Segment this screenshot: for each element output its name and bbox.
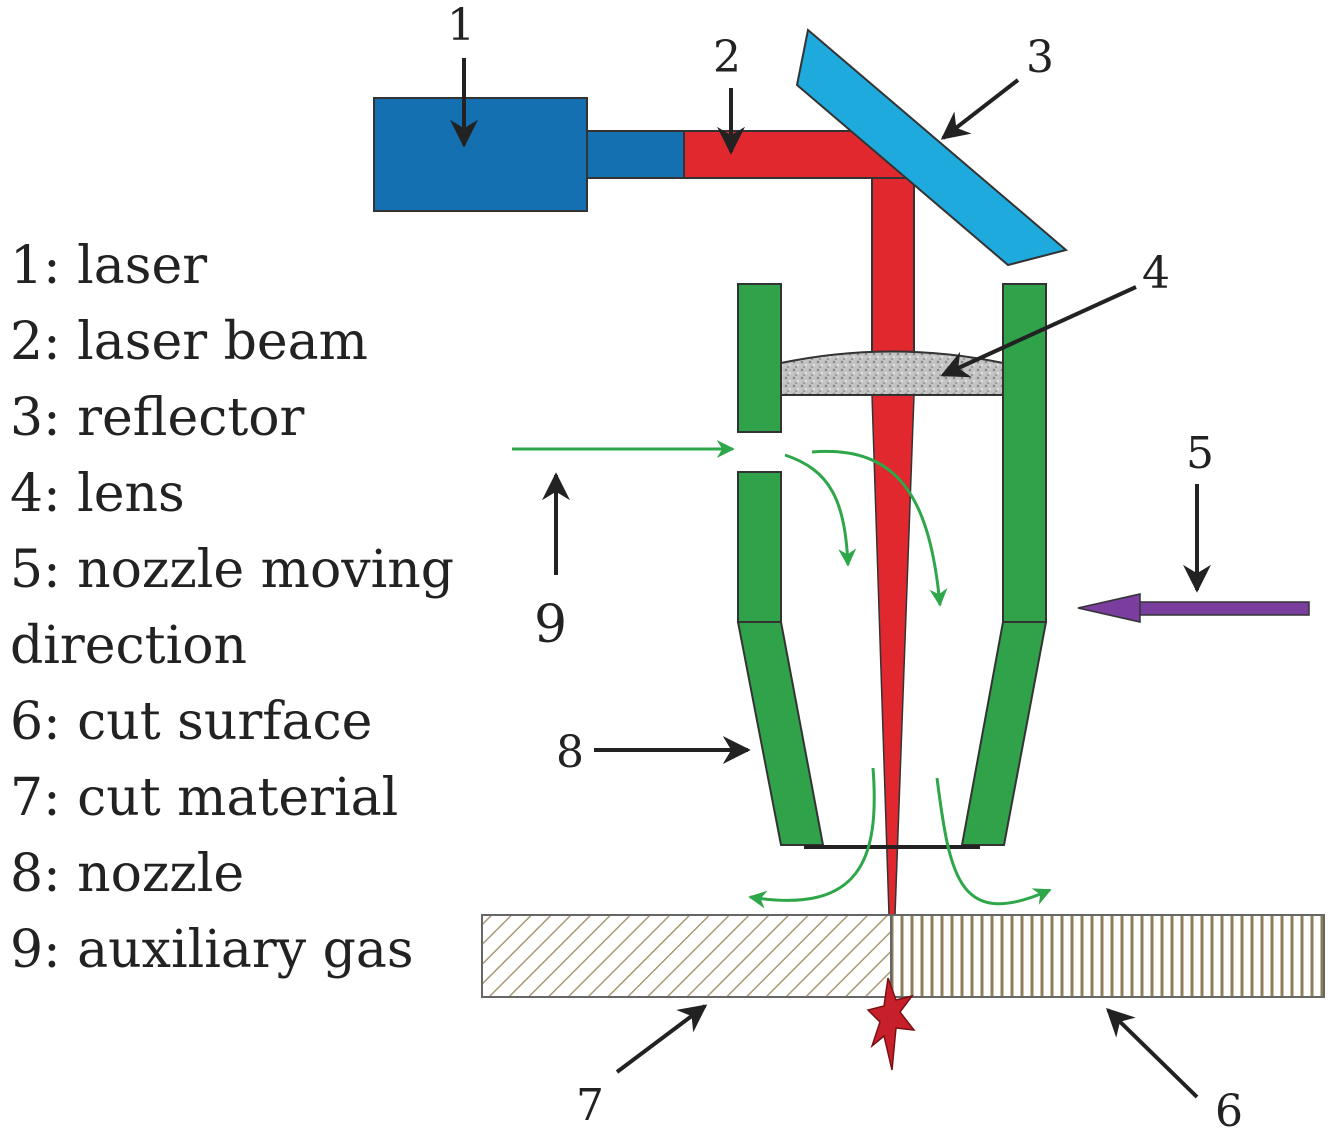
legend-item-laser: 1: laser: [10, 236, 208, 296]
nozzle-moving-direction-arrow: [1077, 593, 1310, 623]
nozzle: [736, 283, 1048, 846]
callout-3: 3: [1026, 32, 1054, 83]
callout-7: 7: [576, 1080, 604, 1131]
callout-6: 6: [1215, 1086, 1243, 1136]
callout-1: 1: [447, 0, 475, 51]
legend: 1: laser 2: laser beam 3: reflector 4: l…: [10, 228, 454, 988]
legend-item-nozzle: 8: nozzle: [10, 844, 245, 904]
callout-8: 8: [556, 727, 584, 778]
laser-beam: [683, 130, 917, 916]
cut-surface: [890, 914, 1325, 998]
gas-flow: [512, 440, 1052, 909]
legend-item-cut-material: 7: cut material: [10, 768, 399, 828]
legend-item-lens: 4: lens: [10, 464, 185, 524]
callout-9: 9: [534, 595, 567, 655]
legend-item-direction: direction: [10, 616, 247, 676]
lens: [780, 350, 1004, 396]
reflector: [795, 28, 1069, 267]
legend-item-laser-beam: 2: laser beam: [10, 312, 368, 372]
callout-5: 5: [1186, 428, 1214, 479]
spark-icon: [866, 977, 916, 1071]
legend-item-cut-surface: 6: cut surface: [10, 692, 373, 752]
callout-arrows: [450, 58, 1211, 1099]
cut-material: [481, 914, 892, 998]
legend-item-reflector: 3: reflector: [10, 388, 305, 448]
callout-4: 4: [1142, 248, 1170, 299]
legend-item-nozzle-moving: 5: nozzle moving: [10, 540, 455, 600]
laser: [373, 97, 685, 212]
callout-2: 2: [713, 32, 741, 83]
legend-item-auxiliary-gas: 9: auxiliary gas: [10, 920, 414, 980]
